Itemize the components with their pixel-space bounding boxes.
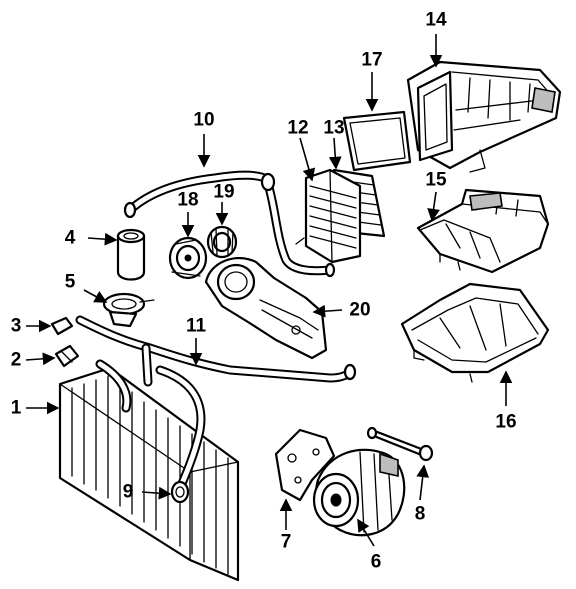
blower-wheel-part-19 bbox=[206, 225, 238, 259]
lower-tray-part-16 bbox=[400, 282, 550, 383]
hose-part-10 bbox=[123, 170, 336, 278]
blower-housing-part-20 bbox=[204, 257, 328, 360]
leader-lines bbox=[25, 34, 513, 547]
callout-2: 2 bbox=[10, 349, 22, 371]
clip-part-3 bbox=[50, 316, 74, 336]
callout-4: 4 bbox=[64, 227, 76, 249]
condenser-part-1 bbox=[58, 366, 240, 582]
switch-part-5 bbox=[102, 292, 155, 328]
callout-9: 9 bbox=[122, 481, 134, 503]
callout-19: 19 bbox=[213, 181, 235, 203]
fitting-part-9 bbox=[170, 480, 190, 504]
bracket-part-7 bbox=[274, 428, 336, 502]
callout-17: 17 bbox=[361, 49, 383, 71]
callout-20: 20 bbox=[349, 299, 371, 321]
callout-11: 11 bbox=[185, 315, 207, 337]
callout-10: 10 bbox=[193, 109, 215, 131]
callout-18: 18 bbox=[177, 189, 199, 211]
drier-part-4 bbox=[116, 228, 146, 281]
brace-part-8 bbox=[366, 426, 434, 462]
blower-motor-part-18 bbox=[168, 236, 208, 280]
callout-14: 14 bbox=[425, 9, 447, 31]
discharge-hose bbox=[95, 359, 206, 493]
callout-13: 13 bbox=[323, 117, 345, 139]
callout-3: 3 bbox=[10, 315, 22, 337]
callout-5: 5 bbox=[64, 271, 76, 293]
callout-8: 8 bbox=[414, 503, 426, 525]
compressor-part-6 bbox=[312, 448, 406, 537]
callout-16: 16 bbox=[495, 411, 517, 433]
clip-part-2 bbox=[54, 344, 80, 368]
upper-case-part-14 bbox=[406, 60, 562, 173]
lower-case-part-15 bbox=[416, 188, 550, 274]
evaporator-core-part-12 bbox=[295, 168, 362, 264]
callout-6: 6 bbox=[370, 551, 382, 573]
filter-part-17 bbox=[342, 110, 412, 172]
callout-7: 7 bbox=[280, 531, 292, 553]
callout-15: 15 bbox=[425, 169, 447, 191]
callout-1: 1 bbox=[10, 397, 22, 419]
callout-12: 12 bbox=[287, 117, 309, 139]
